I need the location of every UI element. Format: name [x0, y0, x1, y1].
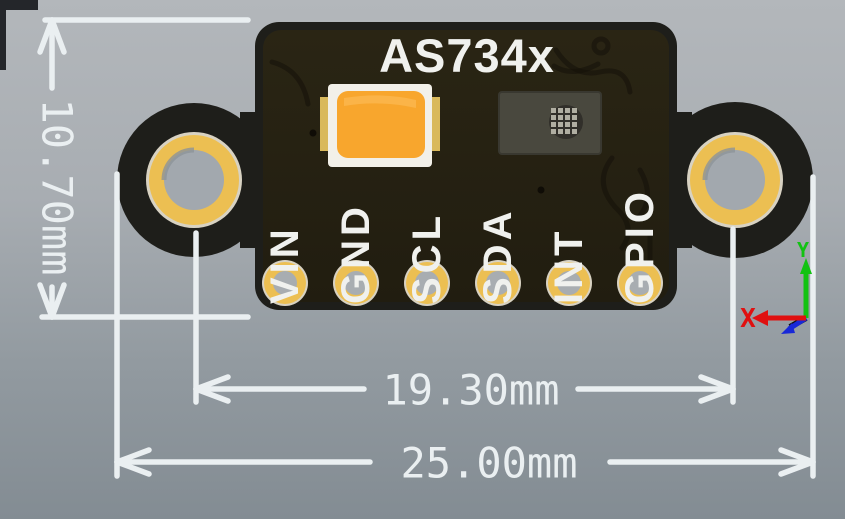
pad-sda	[475, 260, 521, 306]
pin-label-scl: SCL	[405, 212, 449, 304]
sensor-component	[498, 91, 602, 155]
left-mounting-hole	[146, 132, 242, 228]
board-title: AS734x	[379, 29, 555, 82]
dimension-hole-spacing: 19.30mm	[193, 226, 736, 415]
right-mounting-hole	[687, 132, 783, 228]
dimension-label-hole-spacing: 19.30mm	[382, 366, 559, 415]
viewport-corner-artifact	[0, 0, 38, 70]
x-axis-label: X	[740, 304, 756, 334]
dimension-label-board-width: 25.00mm	[400, 439, 577, 488]
dimension-board-height: 10.70mm	[33, 17, 251, 320]
dimension-board-width: 25.00mm	[114, 171, 816, 488]
pad-gpio	[617, 260, 663, 306]
via-dot	[537, 186, 545, 194]
pin-label-vin: VIN	[263, 225, 307, 304]
pad-gnd	[333, 260, 379, 306]
y-axis-arrowhead-icon	[800, 258, 812, 274]
z-axis-arrowhead-icon	[781, 323, 795, 334]
pad-vin	[262, 260, 308, 306]
dimension-label-board-height: 10.70mm	[33, 98, 82, 275]
led-component	[320, 84, 440, 167]
led-highlight	[344, 95, 416, 108]
axes-gizmo: X Y	[740, 238, 812, 334]
pin-label-gnd: GND	[334, 203, 378, 304]
pcb-board: AS734x VIN GND SCL SDA INT GPIO	[117, 22, 813, 310]
led-emitter	[337, 91, 425, 158]
x-axis-arrowhead-icon	[752, 310, 768, 326]
pad-int	[546, 260, 592, 306]
via-dot	[309, 129, 317, 137]
pad-scl	[404, 260, 450, 306]
sensor-pixel-grid	[551, 108, 577, 134]
pin-label-sda: SDA	[476, 208, 520, 304]
y-axis-label: Y	[797, 238, 809, 262]
pin-label-gpio: GPIO	[618, 188, 662, 304]
pin-label-int: INT	[547, 228, 591, 304]
pin-pads	[262, 260, 663, 306]
